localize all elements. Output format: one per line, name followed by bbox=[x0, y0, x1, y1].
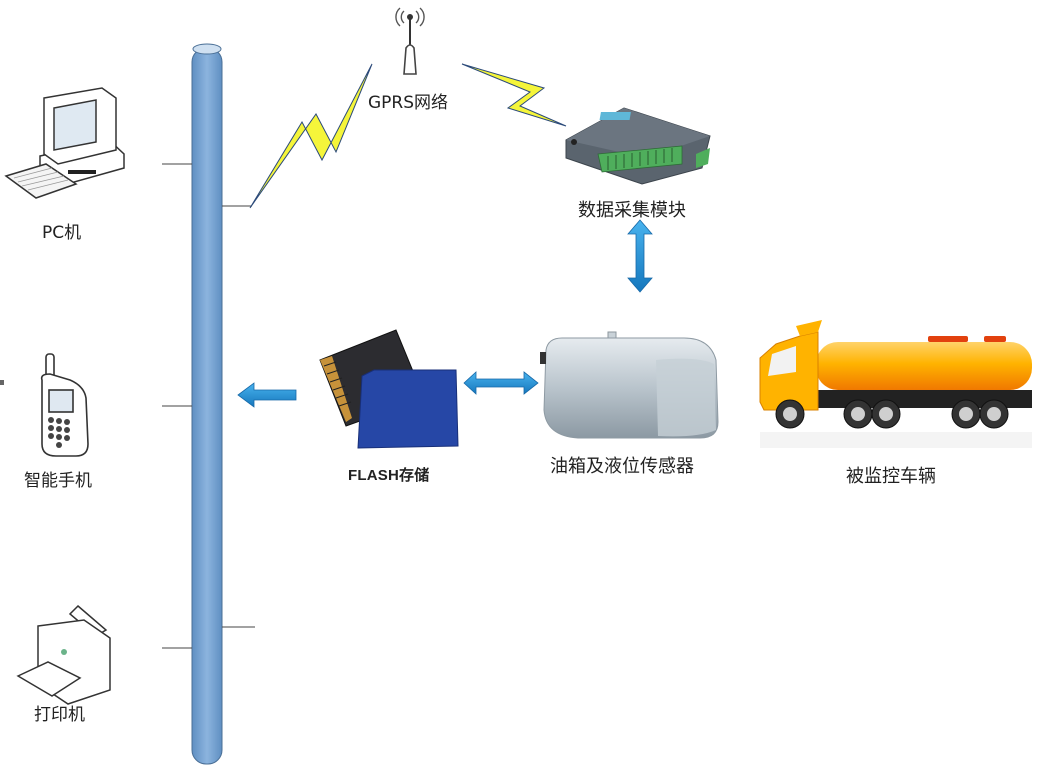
edge-marker bbox=[0, 380, 4, 385]
vehicle-label: 被监控车辆 bbox=[846, 466, 936, 487]
fuel-tank-icon bbox=[540, 331, 719, 439]
tanker-truck-icon bbox=[759, 320, 1032, 448]
daq-label: 数据采集模块 bbox=[578, 200, 686, 221]
arrow-left bbox=[237, 382, 297, 408]
flash-label: FLASH存储 bbox=[348, 467, 430, 484]
printer-label: 打印机 bbox=[34, 705, 85, 725]
bidirectional-arrow-horizontal bbox=[463, 371, 539, 395]
data-acquisition-module-icon bbox=[565, 107, 711, 185]
wireless-link-icon bbox=[461, 63, 567, 127]
sd-card-icon bbox=[319, 329, 459, 449]
antenna-icon bbox=[395, 7, 425, 75]
phone-label: 智能手机 bbox=[24, 471, 92, 491]
bidirectional-arrow-vertical bbox=[627, 219, 653, 293]
wireless-link-icon bbox=[249, 63, 373, 209]
tank-label: 油箱及液位传感器 bbox=[550, 456, 694, 477]
gprs-label: GPRS网络 bbox=[368, 93, 449, 113]
desktop-computer-icon bbox=[4, 87, 125, 199]
printer-icon bbox=[16, 604, 111, 705]
pc-label: PC机 bbox=[42, 223, 82, 243]
mobile-phone-icon bbox=[40, 353, 89, 457]
